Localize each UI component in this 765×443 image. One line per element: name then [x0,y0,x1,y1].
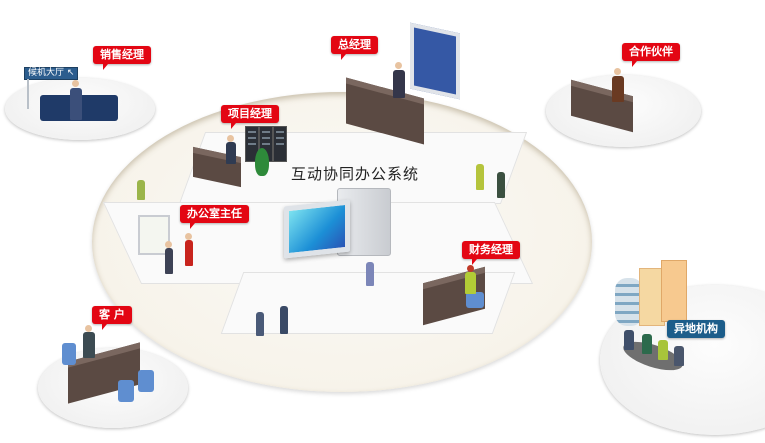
server-rack-3 [273,126,287,162]
finance-manager-chair [466,292,484,308]
label-office-director: 办公室主任 [180,205,249,229]
customer-head [85,325,92,332]
airport-hall-sign: 候机大厅 ↖ [24,67,79,80]
project-manager-head [227,135,234,142]
potted-plant [255,148,269,176]
sign-pole [27,79,29,109]
office-director-figure [185,240,193,266]
walker-figure-2 [476,164,484,190]
handshake-figure-2 [280,306,288,334]
sales-manager-figure [70,88,82,120]
label-project-manager: 项目经理 [221,105,279,129]
branch-figure-4 [674,346,684,366]
label-customer: 客 户 [92,306,132,330]
building-cylinder [615,278,643,326]
label-finance-manager: 财务经理 [462,241,520,265]
partner-head [614,68,621,75]
branch-figure-2 [642,334,652,354]
finance-manager-head [467,265,474,272]
system-title: 互动协同办公系统 [291,165,420,183]
branch-figure-1 [624,330,634,350]
walker-figure-3 [497,172,505,198]
finance-manager-figure [465,272,476,294]
customer-chair-back [62,343,76,365]
branch-figure-3 [658,340,668,360]
customer-figure [83,332,95,358]
walker-figure-4 [366,262,374,286]
walker-figure-1 [137,180,145,200]
label-general-manager: 总经理 [331,36,378,60]
office-staff-figure [165,248,173,274]
visitor-chair-1 [118,380,134,402]
office-building [615,258,687,328]
office-staff-head [165,241,172,248]
office-director-head [185,233,192,240]
chart-board [410,22,460,100]
schedule-board [138,215,170,255]
building-block-2 [661,260,687,322]
general-manager-head [395,62,402,69]
sales-manager-head [72,80,79,87]
general-manager-figure [393,70,405,98]
visitor-chair-2 [138,370,154,392]
label-remote-branch: 异地机构 [667,320,725,338]
label-partner: 合作伙伴 [622,43,680,67]
project-manager-figure [226,142,236,164]
label-sales-manager: 销售经理 [93,46,151,70]
handshake-figure-1 [256,312,264,336]
computer-monitor [284,199,350,259]
partner-figure [612,76,624,102]
